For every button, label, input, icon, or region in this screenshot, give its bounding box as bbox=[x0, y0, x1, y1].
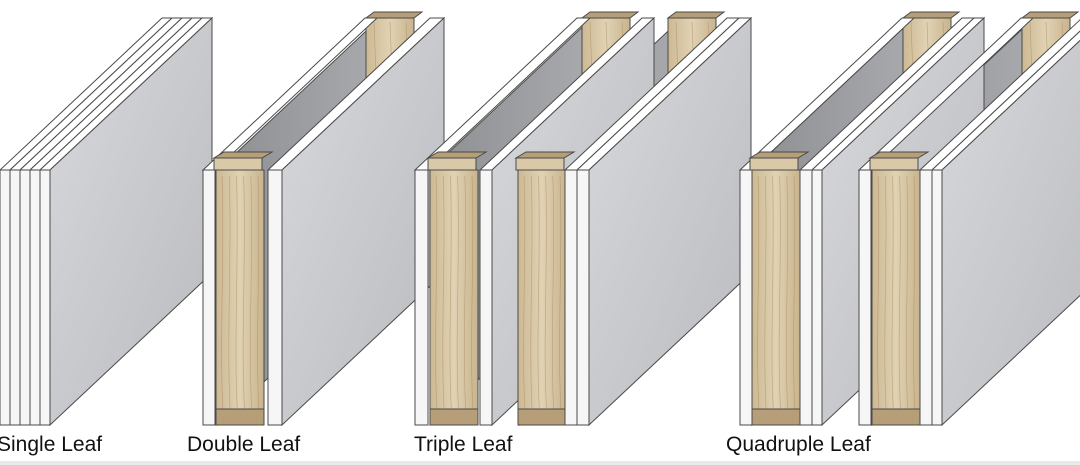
triple-leaf-assembly bbox=[413, 11, 753, 427]
triple-leaf-label: Triple Leaf bbox=[414, 433, 513, 456]
single-leaf-label: Single Leaf bbox=[0, 433, 103, 456]
gypsum-board bbox=[798, 17, 976, 426]
footer-band bbox=[0, 461, 1080, 465]
gypsum-board bbox=[918, 19, 1080, 426]
double-leaf-label: Double Leaf bbox=[187, 433, 301, 456]
timber-stud bbox=[212, 151, 274, 426]
quadruple-leaf-assembly bbox=[738, 11, 1080, 427]
gypsum-board bbox=[38, 16, 214, 427]
gypsum-board bbox=[738, 17, 916, 426]
gypsum-board bbox=[266, 16, 446, 427]
gypsum-board bbox=[930, 30, 1080, 427]
timber-stud bbox=[748, 151, 810, 426]
timber-stud bbox=[426, 151, 488, 426]
gypsum-board bbox=[857, 17, 1035, 426]
timber-stud bbox=[868, 151, 930, 426]
quadruple-leaf-label: Quadruple Leaf bbox=[726, 433, 871, 456]
gypsum-board bbox=[413, 17, 592, 426]
single-leaf-assembly bbox=[0, 16, 214, 427]
gypsum-board bbox=[575, 16, 753, 427]
timber-stud bbox=[514, 151, 576, 426]
gypsum-board bbox=[201, 17, 379, 426]
double-leaf-assembly bbox=[201, 11, 446, 427]
